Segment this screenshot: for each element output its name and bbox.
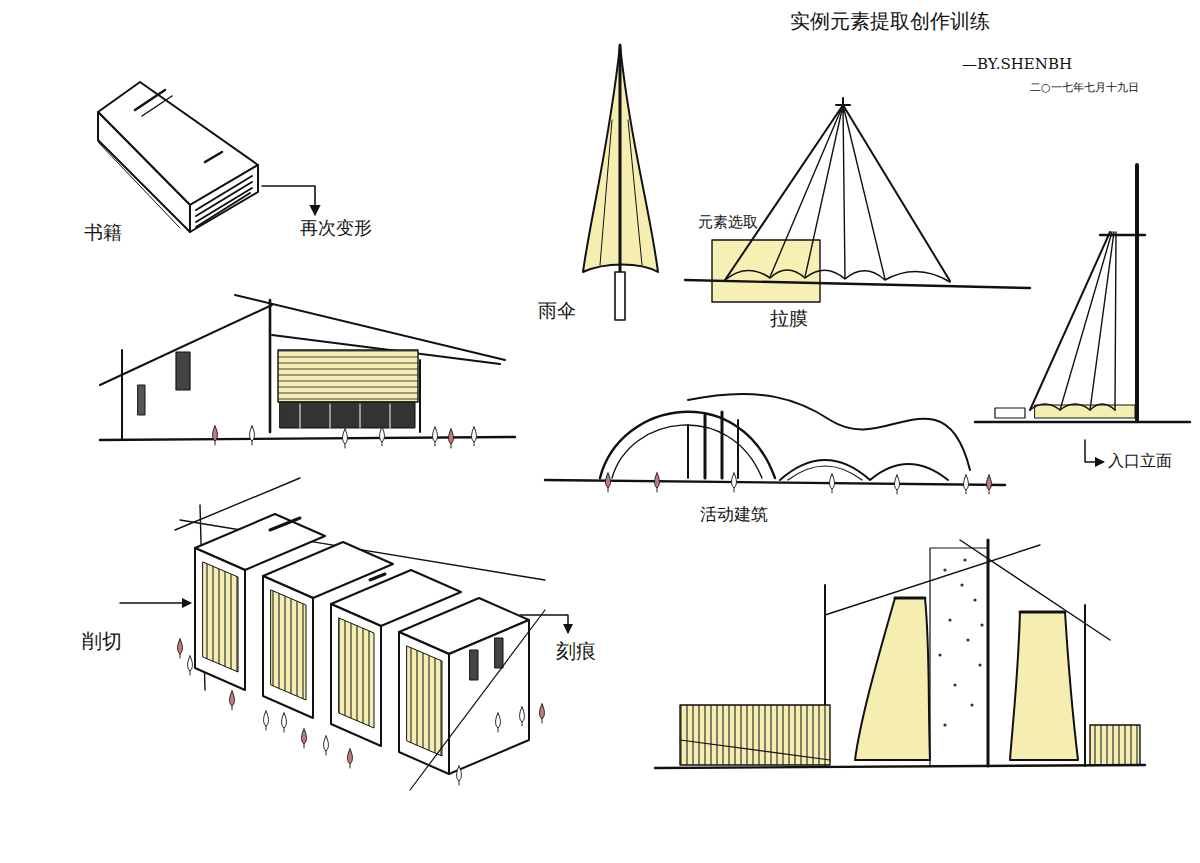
part-name: 雨伞	[538, 300, 576, 321]
facade-dots	[938, 558, 983, 726]
tent-sketch	[685, 98, 1030, 302]
date-note: 二○一七年七月十九日	[1030, 82, 1139, 94]
signature: —BY.SHENBH	[962, 56, 1072, 73]
page-title: 实例元素提取创作训练	[790, 10, 990, 32]
people	[606, 473, 992, 494]
people	[178, 639, 545, 785]
umbrella-sketch	[583, 45, 658, 320]
part-name: 活动建筑	[700, 505, 768, 524]
activity-building-sketch	[545, 394, 1005, 485]
note: 再次变形	[300, 218, 372, 238]
note: 削切	[82, 630, 122, 652]
ink-lines	[98, 45, 1190, 790]
book-sketch	[98, 82, 315, 232]
mast-sketch	[975, 165, 1190, 462]
building-sketch	[100, 295, 515, 440]
isometric-units-sketch	[120, 478, 568, 790]
part-name: 书籍	[84, 222, 122, 243]
note: 刻痕	[556, 640, 596, 662]
people	[213, 426, 477, 448]
part-name: 拉膜	[770, 308, 808, 329]
facade-sketch	[655, 540, 1145, 768]
note: 元素选取	[698, 214, 758, 231]
note: 入口立面	[1108, 452, 1172, 470]
